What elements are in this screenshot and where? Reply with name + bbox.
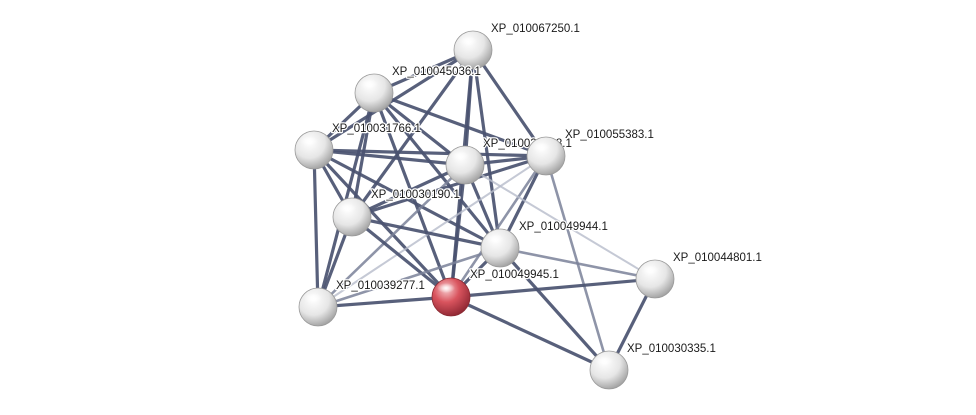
edge-n_049945-n_044801 (449, 277, 657, 299)
node-sphere[interactable] (635, 259, 675, 299)
network-node-XP_010049945.1[interactable]: XP_010049945.1XP_010049945.1 (431, 268, 560, 317)
node-sphere[interactable] (480, 228, 520, 268)
node-label: XP_010039277.1 (336, 280, 425, 292)
node-sphere[interactable] (294, 130, 334, 170)
node-label: XP_010030335.1 (627, 343, 716, 355)
node-label: XP_010049944.1 (519, 221, 608, 233)
node-sphere[interactable] (298, 287, 338, 327)
edge-n_049945-n_039277 (316, 295, 453, 309)
node-label: XP_010049945.1 (470, 269, 559, 281)
node-highlight (300, 136, 318, 146)
node-sphere[interactable] (354, 73, 394, 113)
node-label: XP_010045036.1 (392, 66, 481, 78)
node-sphere[interactable] (453, 30, 493, 70)
node-label: XP_010067250.1 (491, 23, 580, 35)
edge-n_055383-n_039277 (317, 155, 547, 308)
node-label: XP_010031766.1 (332, 123, 421, 135)
edge-n_049944-n_039277 (316, 246, 502, 309)
edge-n_035788-n_044801 (464, 164, 656, 280)
network-node-XP_010039277.1[interactable]: XP_010039277.1XP_010039277.1 (298, 279, 426, 327)
node-label-halo: XP_010045036.1 (392, 66, 481, 78)
query-node-sphere[interactable] (431, 277, 471, 317)
node-highlight (532, 142, 550, 152)
node-label-halo: XP_010039277.1 (336, 280, 425, 292)
edge-n_030190-n_049944 (350, 215, 502, 250)
edge-n_049944-n_030335 (498, 246, 611, 372)
edge-n_045036-n_055383 (372, 91, 548, 158)
node-highlight (437, 283, 455, 293)
node-highlight (595, 356, 613, 366)
node-highlight (304, 293, 322, 303)
network-node-XP_010031766.1[interactable]: XP_010031766.1XP_010031766.1 (294, 122, 422, 170)
node-label-halo: XP_010030190.1 (371, 189, 460, 201)
edge-n_035788-n_030190 (350, 163, 467, 219)
edge-n_035788-n_049945 (449, 163, 467, 299)
edge-n_055383-n_049945 (449, 154, 548, 299)
edge-n_045036-n_049944 (372, 91, 502, 250)
node-highlight (338, 203, 356, 213)
node-label-halo: XP_010044801.1 (673, 252, 762, 264)
node-label: XP_010044801.1 (673, 252, 762, 264)
edge-n_031766-n_039277 (312, 148, 320, 309)
node-label-halo: XP_010049944.1 (519, 221, 608, 233)
node-label-halo: XP_010055383.1 (565, 129, 654, 141)
network-node-XP_010045036.1[interactable]: XP_010045036.1XP_010045036.1 (354, 65, 482, 113)
node-highlight (641, 265, 659, 275)
node-sphere[interactable] (332, 197, 372, 237)
edge-n_045036-n_049945 (372, 91, 453, 299)
network-node-XP_010067250.1[interactable]: XP_010067250.1XP_010067250.1 (453, 22, 581, 70)
node-sphere[interactable] (526, 136, 566, 176)
network-node-XP_010030335.1[interactable]: XP_010030335.1XP_010030335.1 (589, 342, 717, 390)
network-node-XP_010030190.1[interactable]: XP_010030190.1XP_010030190.1 (332, 188, 461, 237)
nodes-layer: XP_010067250.1XP_010067250.1XP_010045036… (294, 22, 763, 390)
network-node-XP_010044801.1[interactable]: XP_010044801.1XP_010044801.1 (635, 251, 763, 299)
edge-n_067250-n_030190 (350, 48, 475, 219)
edge-n_067250-n_055383 (471, 48, 548, 158)
node-highlight (360, 79, 378, 89)
node-label-halo: XP_010031766.1 (332, 123, 421, 135)
node-label: XP_010030190.1 (371, 189, 460, 201)
edge-n_030190-n_049945 (350, 215, 453, 299)
node-label-halo: XP_010049945.1 (470, 269, 559, 281)
network-node-XP_010055383.1[interactable]: XP_010055383.1XP_010055383.1 (526, 128, 655, 176)
node-label: XP_010055383.1 (565, 129, 654, 141)
node-sphere[interactable] (589, 350, 629, 390)
node-highlight (459, 36, 477, 46)
edge-n_055383-n_030190 (350, 154, 548, 219)
node-highlight (451, 151, 469, 161)
network-node-XP_010049944.1[interactable]: XP_010049944.1XP_010049944.1 (480, 220, 609, 268)
node-highlight (486, 234, 504, 244)
edge-n_049944-n_044801 (498, 246, 657, 281)
edge-n_049945-n_030335 (449, 295, 611, 372)
node-sphere[interactable] (445, 145, 485, 185)
edge-n_031766-n_055383 (312, 148, 548, 158)
edge-n_031766-n_035788 (312, 148, 467, 167)
node-label-halo: XP_010067250.1 (491, 23, 580, 35)
edge-n_067250-n_049944 (471, 48, 502, 250)
node-label-halo: XP_010030335.1 (627, 343, 716, 355)
